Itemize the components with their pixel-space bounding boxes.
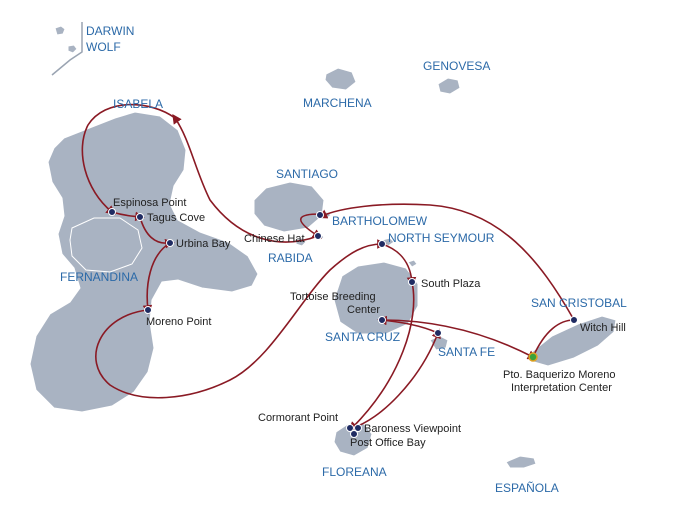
route-segment <box>317 203 575 321</box>
island-label-espanola: ESPAÑOLA <box>495 481 559 495</box>
island-isabela-shape <box>29 111 259 413</box>
island-label-isabela: ISABELA <box>113 97 163 111</box>
site-dot-cormorant-point[interactable] <box>346 424 354 432</box>
island-espanola-shape <box>505 455 537 469</box>
route-segment <box>381 243 417 287</box>
site-dot-espinosa-point[interactable] <box>108 208 116 216</box>
site-dot-tortoise-breeding-center[interactable] <box>378 316 386 324</box>
route-segment <box>95 239 387 399</box>
island-south-plaza-shape <box>407 259 418 268</box>
island-san-cristobal-shape <box>531 315 617 367</box>
site-dot-witch-hill[interactable] <box>570 316 578 324</box>
site-label-witch-hill: Witch Hill <box>580 322 626 334</box>
route-segment <box>142 242 171 315</box>
site-dot-tagus-cove[interactable] <box>136 213 144 221</box>
route-segment <box>351 328 441 429</box>
site-dot-north-seymour[interactable] <box>378 240 386 248</box>
sites-layer <box>108 208 578 438</box>
island-wolf-shape <box>67 44 78 54</box>
island-label-santiago: SANTIAGO <box>276 167 338 181</box>
island-label-floreana: FLOREANA <box>322 465 387 479</box>
site-label-cormorant-point: Cormorant Point <box>258 412 338 424</box>
island-marchena-shape <box>324 67 357 91</box>
site-label-espinosa-point: Espinosa Point <box>113 197 186 209</box>
island-label-darwin: DARWIN <box>86 24 134 38</box>
site-dot-moreno-point[interactable] <box>144 306 152 314</box>
site-label-tortoise-breeding-2: Center <box>347 304 380 316</box>
island-darwin-shape <box>54 25 66 36</box>
site-label-chinese-hat: Chinese Hat <box>244 233 305 245</box>
island-labels: GENOVESA MARCHENA ISABELA SANTIAGO BARTH… <box>60 59 627 495</box>
site-label-post-office-bay: Post Office Bay <box>350 437 426 449</box>
site-dot-south-plaza[interactable] <box>408 278 416 286</box>
island-label-north-seymour: NORTH SEYMOUR <box>388 231 495 245</box>
site-dot-baroness-viewpoint[interactable] <box>354 424 362 432</box>
site-dot-chinese-hat[interactable] <box>314 232 322 240</box>
islands-layer <box>29 67 617 469</box>
island-label-santa-fe: SANTA FE <box>438 345 495 359</box>
island-label-san-cristobal: SAN CRISTOBAL <box>531 296 627 310</box>
site-dot-bartholomew[interactable] <box>316 211 324 219</box>
site-dot-post-office-bay[interactable] <box>350 430 358 438</box>
site-labels: Espinosa Point Tagus Cove Urbina Bay Mor… <box>113 197 626 449</box>
route-layer <box>81 103 575 432</box>
island-santiago-shape <box>253 181 325 233</box>
site-label-pto-baquerizo-2: Interpretation Center <box>511 382 612 394</box>
route-segment <box>172 114 319 243</box>
route-segment <box>81 103 176 216</box>
island-fernandina-shape <box>69 217 143 273</box>
site-label-tagus-cove: Tagus Cove <box>147 212 205 224</box>
site-label-urbina-bay: Urbina Bay <box>176 238 231 250</box>
island-label-santa-cruz: SANTA CRUZ <box>325 330 400 344</box>
route-segment <box>381 319 538 360</box>
island-label-genovesa: GENOVESA <box>423 59 490 73</box>
site-label-pto-baquerizo-1: Pto. Baquerizo Moreno <box>503 369 616 381</box>
site-label-south-plaza: South Plaza <box>421 278 481 290</box>
island-label-marchena: MARCHENA <box>303 96 372 110</box>
inset-border <box>51 22 83 76</box>
island-genovesa-shape <box>437 77 461 95</box>
island-label-fernandina: FERNANDINA <box>60 270 138 284</box>
site-label-moreno-point: Moreno Point <box>146 316 211 328</box>
route-segment <box>348 281 415 432</box>
site-dot-pto-baquerizo-moreno[interactable] <box>528 352 538 362</box>
route-segment <box>299 213 323 239</box>
island-label-bartholomew: BARTHOLOMEW <box>332 214 428 228</box>
island-label-rabida: RABIDA <box>268 251 313 265</box>
site-label-tortoise-breeding-1: Tortoise Breeding <box>290 291 376 303</box>
site-dot-urbina-bay[interactable] <box>166 239 174 247</box>
darwin-wolf-inset: DARWIN WOLF <box>51 22 134 76</box>
site-label-baroness-viewpoint: Baroness Viewpoint <box>364 423 461 435</box>
site-dot-santa-fe[interactable] <box>434 329 442 337</box>
island-label-wolf: WOLF <box>86 40 121 54</box>
